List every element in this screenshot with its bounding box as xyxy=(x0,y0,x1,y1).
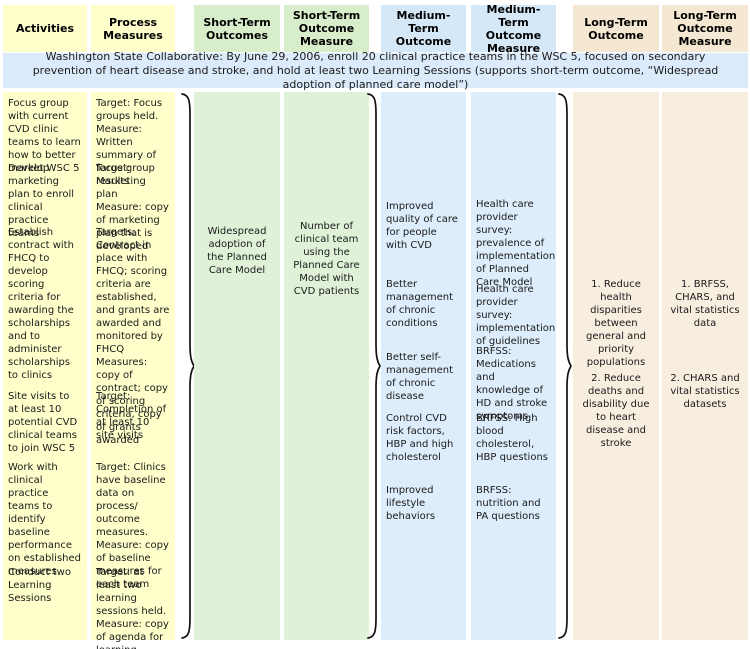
col-process-measures: Target: Focus groups held. Measure: Writ… xyxy=(91,92,175,649)
medium-term-outcome-measure-item: BRFSS: High blood cholesterol, HBP quest… xyxy=(476,413,549,463)
header-activities: Activities xyxy=(3,5,87,52)
header-long-term-outcome-measure: Long-Term Outcome Measure xyxy=(662,5,748,52)
aim-banner: Washington State Collaborative: By June … xyxy=(3,50,748,91)
header-label: Process Measures xyxy=(103,15,163,42)
header-label: Short-Term Outcome Measure xyxy=(292,9,361,48)
col-short-term-outcome-measure: Number of clinical team using the Planne… xyxy=(284,92,369,640)
header-short-term-outcomes: Short-Term Outcomes xyxy=(194,5,280,52)
aim-banner-text: Washington State Collaborative: By June … xyxy=(32,49,719,91)
header-medium-term-outcome: Medium-Term Outcome xyxy=(381,5,466,52)
medium-term-outcome-item: Better management of chronic conditions xyxy=(386,279,453,329)
header-long-term-outcome: Long-Term Outcome xyxy=(573,5,659,52)
header-process-measures: Process Measures xyxy=(91,5,175,52)
curly-brace-medium-to-long-term xyxy=(558,93,572,639)
header-label: Medium-Term Outcome Measure xyxy=(485,2,542,55)
col-short-term-outcomes: Widespread adoption of the Planned Care … xyxy=(194,92,280,640)
medium-term-outcome-measure-item: Health care provider survey: implementat… xyxy=(476,284,556,347)
activity-item: Conduct two Learning Sessions xyxy=(8,567,71,604)
col-long-term-outcome: 1. Reduce health disparities between gen… xyxy=(573,92,659,640)
header-label: Activities xyxy=(15,22,75,35)
long-term-outcome-item: 2. Reduce deaths and disability due to h… xyxy=(582,373,650,449)
medium-term-outcome-item: Control CVD risk factors, HBP and high c… xyxy=(386,413,454,463)
activity-item: Establish contract with FHCQ to develop … xyxy=(8,227,74,381)
long-term-outcome-measure-item: 2. CHARS and vital statistics datasets xyxy=(670,373,740,410)
header-medium-term-outcome-measure: Medium-Term Outcome Measure xyxy=(471,2,556,55)
header-label: Short-Term Outcomes xyxy=(203,15,271,42)
col-medium-term-outcome: Improved quality of care for people with… xyxy=(381,92,466,640)
header-label: Medium-Term Outcome xyxy=(395,9,452,48)
process-measure-item: Target: Completion of at least 10 site v… xyxy=(96,391,167,441)
header-label: Long-Term Outcome Measure xyxy=(673,9,737,48)
process-measure-item: Target: Focus groups held. Measure: Writ… xyxy=(96,98,163,187)
medium-term-outcome-measure-item: Health care provider survey: prevalence … xyxy=(476,199,556,288)
process-measure-item: Target: at least two learning sessions h… xyxy=(96,567,169,649)
process-measure-item: Targets: Contract in place with FHCQ; sc… xyxy=(96,227,170,446)
col-medium-term-outcome-measure: Health care provider survey: prevalence … xyxy=(471,92,556,640)
medium-term-outcome-item: Better self-management of chronic diseas… xyxy=(386,352,453,402)
medium-term-outcome-item: Improved lifestyle behaviors xyxy=(386,485,436,522)
col-activities: Focus group with current CVD clinic team… xyxy=(3,92,87,640)
header-label: Long-Term Outcome xyxy=(584,15,648,42)
short-term-outcome-measure-item: Number of clinical team using the Planne… xyxy=(293,221,360,297)
curly-brace-short-to-medium-term xyxy=(367,93,381,639)
activity-item: Work with clinical practice teams to ide… xyxy=(8,462,81,577)
process-measure-item: Target: Marketing plan Measure: copy of … xyxy=(96,163,169,252)
process-measure-item: Target: Clinics have baseline data on pr… xyxy=(96,462,169,590)
activity-item: Focus group with current CVD clinic team… xyxy=(8,98,81,174)
activity-item: Develop marketing plan to enroll clinica… xyxy=(8,163,75,239)
medium-term-outcome-measure-item: BRFSS: nutrition and PA questions xyxy=(476,485,541,522)
medium-term-outcome-measure-item: BRFSS: Medications and knowledge of HD a… xyxy=(476,346,548,422)
short-term-outcome-item: Widespread adoption of the Planned Care … xyxy=(207,226,267,276)
medium-term-outcome-item: Improved quality of care for people with… xyxy=(386,201,458,251)
long-term-outcome-item: 1. Reduce health disparities between gen… xyxy=(586,279,646,368)
curly-brace-process-to-short-term xyxy=(181,93,195,639)
header-short-term-outcome-measure: Short-Term Outcome Measure xyxy=(284,5,369,52)
col-long-term-outcome-measure: 1. BRFSS, CHARS, and vital statistics da… xyxy=(662,92,748,640)
activity-item: Site visits to at least 10 potential CVD… xyxy=(8,391,78,454)
long-term-outcome-measure-item: 1. BRFSS, CHARS, and vital statistics da… xyxy=(670,279,740,329)
